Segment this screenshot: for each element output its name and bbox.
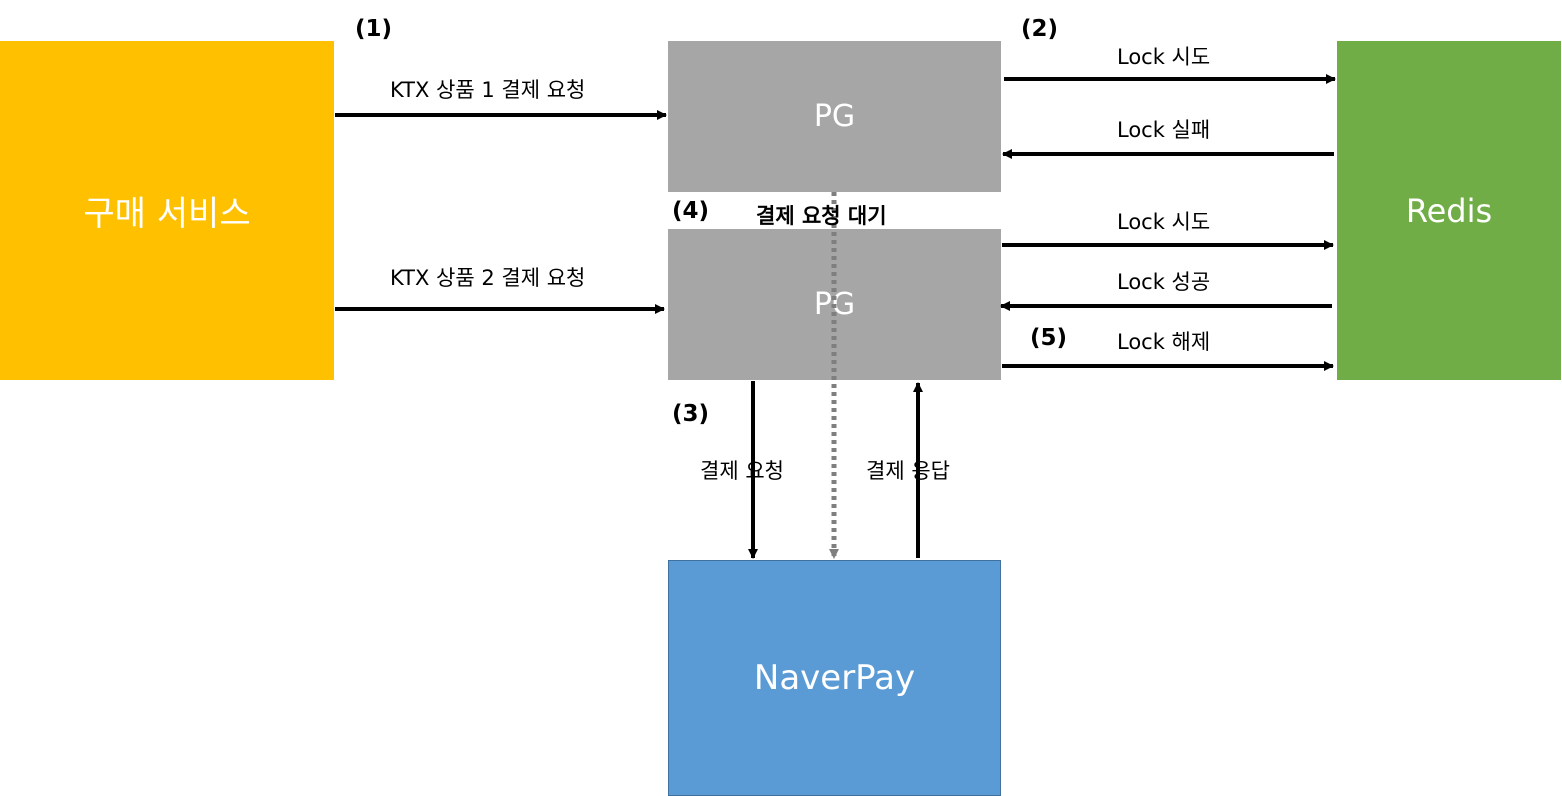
pay-response-label: 결제 응답: [866, 459, 950, 483]
redis-box: Redis: [1337, 41, 1561, 380]
step-3-label: (3): [672, 401, 710, 427]
naverpay-box: NaverPay: [668, 560, 1001, 796]
naverpay-label: NaverPay: [753, 658, 916, 698]
lock-fail-label: Lock 실패: [1117, 118, 1211, 142]
lock-try-2-label: Lock 시도: [1117, 210, 1211, 234]
ktx1-label: KTX 상품 1 결제 요청: [390, 78, 586, 102]
pg-box-top: PG: [668, 41, 1001, 192]
wait-label: 결제 요청 대기: [756, 204, 887, 228]
ktx2-label: KTX 상품 2 결제 요청: [390, 266, 586, 290]
purchase-service-box: 구매 서비스: [0, 41, 334, 380]
step-4-label: (4): [672, 198, 710, 224]
redis-label: Redis: [1405, 191, 1493, 230]
pay-request-label: 결제 요청: [700, 459, 784, 483]
step-5-label: (5): [1030, 325, 1068, 351]
purchase-service-label: 구매 서비스: [83, 194, 251, 234]
lock-try-1-label: Lock 시도: [1117, 45, 1211, 69]
step-2-label: (2): [1021, 16, 1059, 42]
lock-success-label: Lock 성공: [1117, 270, 1211, 294]
lock-release-label: Lock 해제: [1117, 330, 1211, 354]
step-1-label: (1): [355, 16, 393, 42]
pg-top-label: PG: [813, 99, 856, 134]
